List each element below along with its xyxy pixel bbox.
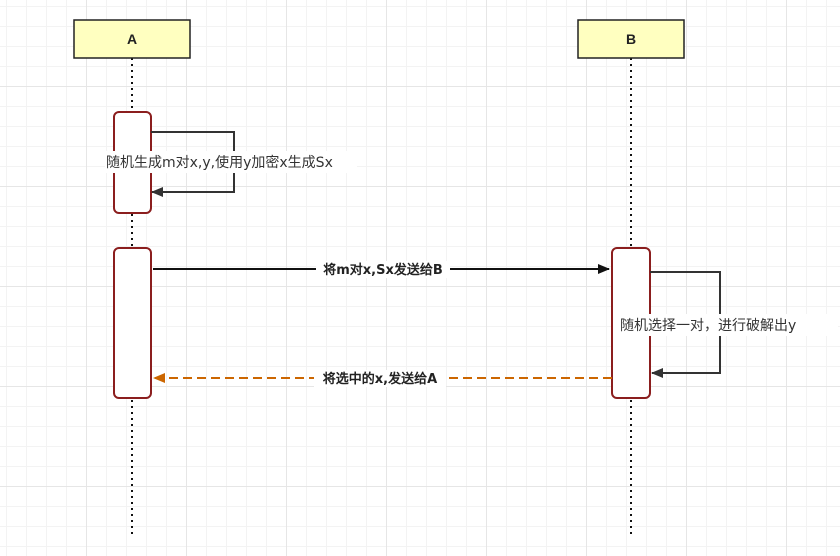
self-message-a[interactable]: 随机生成m对x,y,使用y加密x生成Sx [105, 131, 357, 197]
message-b-to-a-label: 将选中的x,发送给A [323, 371, 437, 387]
message-a-to-b[interactable]: 将m对x,Sx发送给B [153, 261, 610, 278]
message-b-to-a[interactable]: 将选中的x,发送给A [153, 370, 612, 387]
participant-b[interactable]: B [577, 19, 685, 59]
message-a-to-b-label: 将m对x,Sx发送给B [323, 262, 443, 278]
participant-b-label: B [626, 31, 636, 47]
participant-a[interactable]: A [73, 19, 191, 59]
participant-a-label: A [127, 31, 137, 47]
self-message-a-label: 随机生成m对x,y,使用y加密x生成Sx [106, 154, 333, 171]
activation-a-2[interactable] [113, 247, 152, 399]
self-message-b[interactable]: 随机选择一对，进行破解出y [616, 271, 838, 378]
self-message-b-label: 随机选择一对，进行破解出y [620, 318, 796, 334]
